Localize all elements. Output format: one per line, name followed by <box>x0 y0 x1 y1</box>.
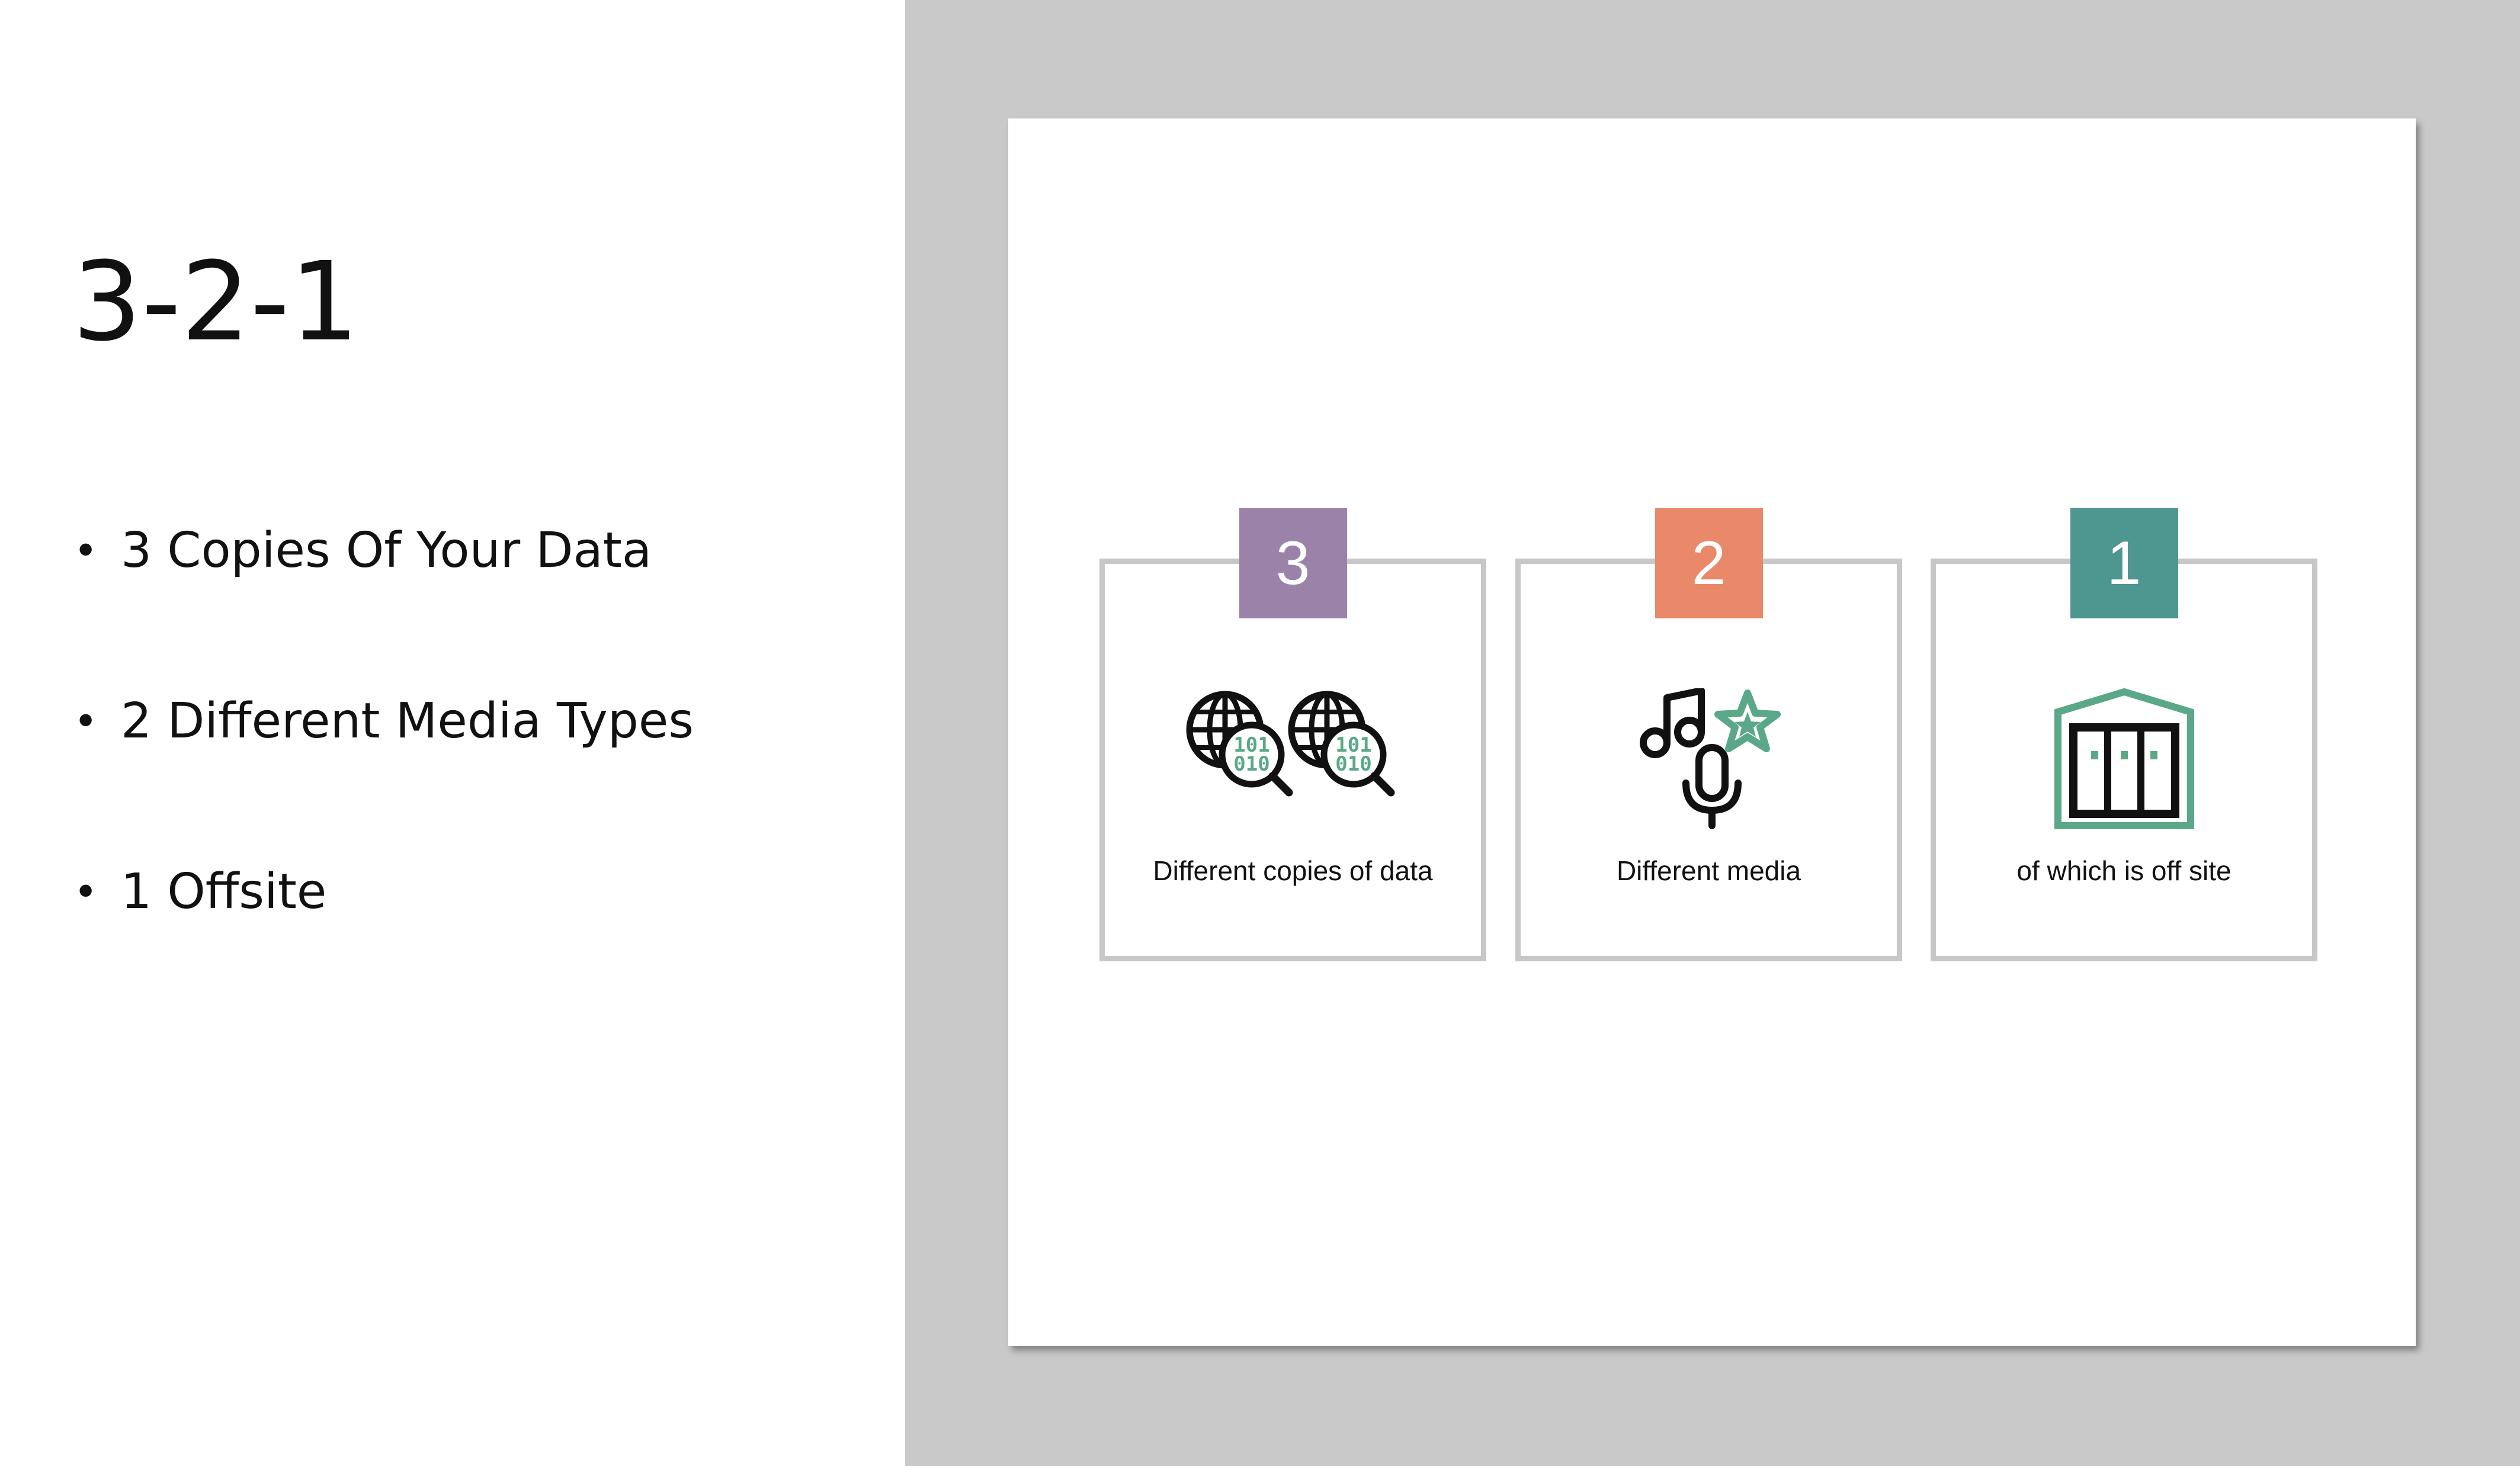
bullet-text: 1 Offsite <box>121 864 327 920</box>
bullet-text: 3 Copies Of Your Data <box>121 522 652 579</box>
bullet-marker: • <box>73 527 98 575</box>
bullet-text: 2 Different Media Types <box>121 693 694 749</box>
text-panel: 3-2-1 • 3 Copies Of Your Data • 2 Differ… <box>0 0 905 1466</box>
graphic-page[interactable]: 3 101 010 <box>1008 118 2416 1346</box>
card-media[interactable]: 2 <box>1515 508 1902 961</box>
globe-search-left-icon: 101 010 <box>1186 691 1293 797</box>
globe-binary-search-icon: 101 010 101 <box>1184 688 1403 804</box>
music-note-icon <box>1639 687 1705 758</box>
number-badge: 1 <box>2070 508 2178 618</box>
slide-title[interactable]: 3-2-1 <box>72 239 359 365</box>
microphone-icon <box>1682 744 1742 829</box>
graphic-panel: 3 101 010 <box>905 0 2520 1466</box>
card-copies[interactable]: 3 101 010 <box>1099 508 1486 961</box>
bullet-marker: • <box>73 868 98 916</box>
star-icon <box>1714 689 1781 752</box>
storage-building-icon <box>2053 688 2195 833</box>
card-caption: of which is off site <box>2016 855 2232 886</box>
number-badge: 2 <box>1655 508 1763 618</box>
svg-text:010: 010 <box>1335 752 1371 776</box>
bullet-item[interactable]: • 2 Different Media Types <box>71 692 694 751</box>
bullet-list: • 3 Copies Of Your Data • 2 Different Me… <box>71 521 694 1033</box>
bullet-item[interactable]: • 3 Copies Of Your Data <box>71 521 694 580</box>
number-badge: 3 <box>1239 508 1347 618</box>
card-caption: Different copies of data <box>1153 855 1433 886</box>
bullet-item[interactable]: • 1 Offsite <box>71 862 694 922</box>
svg-text:010: 010 <box>1233 752 1269 776</box>
music-microphone-star-icon <box>1635 687 1783 833</box>
card-caption: Different media <box>1616 855 1801 886</box>
card-offsite[interactable]: 1 of which is off site <box>1931 508 2317 961</box>
globe-search-right-icon: 101 010 <box>1288 691 1394 797</box>
bullet-marker: • <box>73 697 98 746</box>
svg-text:101: 101 <box>1233 733 1269 757</box>
svg-text:101: 101 <box>1335 733 1371 757</box>
